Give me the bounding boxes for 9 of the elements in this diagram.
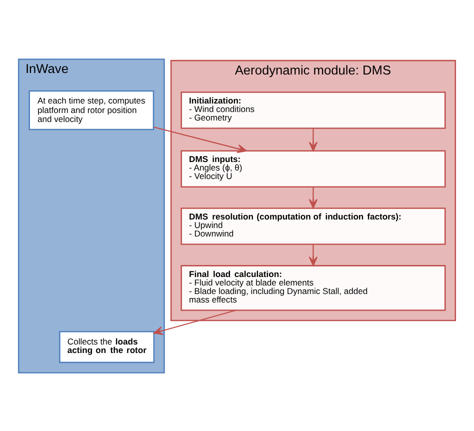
- node-box: DMS resolution (computation of induction factors): - Upwind - Downwind: [180, 207, 446, 244]
- arrow: [308, 186, 318, 208]
- node-box: DMS inputs: - Angles (ϕ, θ) - Velocity U: [180, 150, 446, 188]
- node-box: Final load calculation: - Fluid velocity at blade elements - Blade loading, including Dynamic Stall, added mass effects: [180, 264, 446, 310]
- arrow: [308, 244, 318, 266]
- node-box: At each time step, computes platform and rotor position and velocity: [28, 90, 154, 130]
- node-box: Collects the loads acting on the rotor: [59, 330, 155, 363]
- arrow: [308, 128, 318, 151]
- node-box: Initialization: - Wind conditions - Geometry: [180, 91, 446, 128]
